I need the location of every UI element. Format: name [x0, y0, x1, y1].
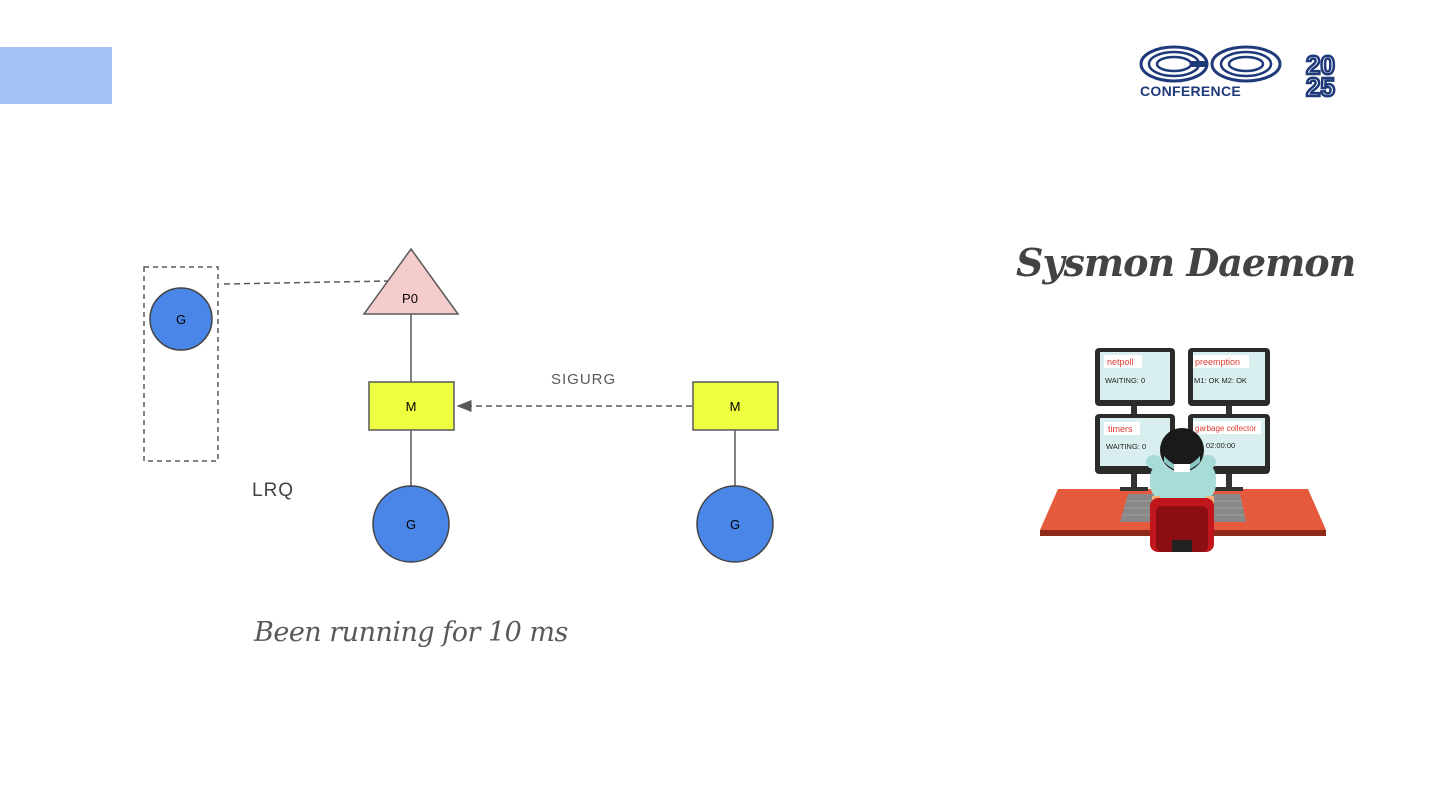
monitor-preemption: preemption M1: OK M2: OK: [1188, 348, 1270, 406]
queued-goroutine: [149, 287, 213, 351]
preemption-status: M1: OK M2: OK: [1194, 376, 1247, 385]
logo-conference-text: CONFERENCE: [1140, 83, 1241, 99]
gc-title: garbage collector: [1195, 424, 1257, 433]
timers-title: timers: [1108, 424, 1133, 434]
logo-year-top: 20: [1306, 50, 1335, 80]
operator-person: [1146, 428, 1216, 504]
sysmon-goroutine-label: G: [730, 517, 740, 532]
timers-status: WAITING: 0: [1106, 442, 1146, 451]
slide-title: Sysmon Daemon: [1016, 240, 1356, 285]
queued-goroutine-label: G: [176, 312, 186, 327]
machine-m2-label: M: [730, 399, 741, 414]
netpoll-title: netpoll: [1107, 357, 1134, 367]
processor-p0-label: P0: [402, 291, 418, 306]
accent-bar: [0, 47, 112, 104]
runtime-caption: Been running for 10 ms: [254, 617, 568, 648]
lrq-box: [143, 266, 219, 462]
netpoll-status: WAITING: 0: [1105, 376, 1145, 385]
lrq-label: LRQ: [252, 480, 295, 501]
sysmon-goroutine: [696, 485, 774, 563]
gc-status: 02:00:00: [1206, 441, 1235, 450]
go-conference-logo: 20 25 CONFERENCE: [1139, 45, 1336, 100]
machine-m1-label: M: [406, 399, 417, 414]
running-goroutine-label: G: [406, 517, 416, 532]
sysmon-illustration: netpoll WAITING: 0 preemption M1: OK M2:…: [1040, 348, 1326, 552]
chair: [1150, 498, 1214, 552]
preemption-title: preemption: [1195, 357, 1240, 367]
machine-m2: [692, 381, 779, 431]
lrq-to-p-link: [223, 280, 389, 285]
machine-m1: [368, 381, 455, 431]
monitor-netpoll: netpoll WAITING: 0: [1095, 348, 1175, 406]
sigurg-label: SIGURG: [551, 371, 617, 388]
running-goroutine: [372, 485, 450, 563]
logo-year-bottom: 25: [1306, 72, 1335, 100]
